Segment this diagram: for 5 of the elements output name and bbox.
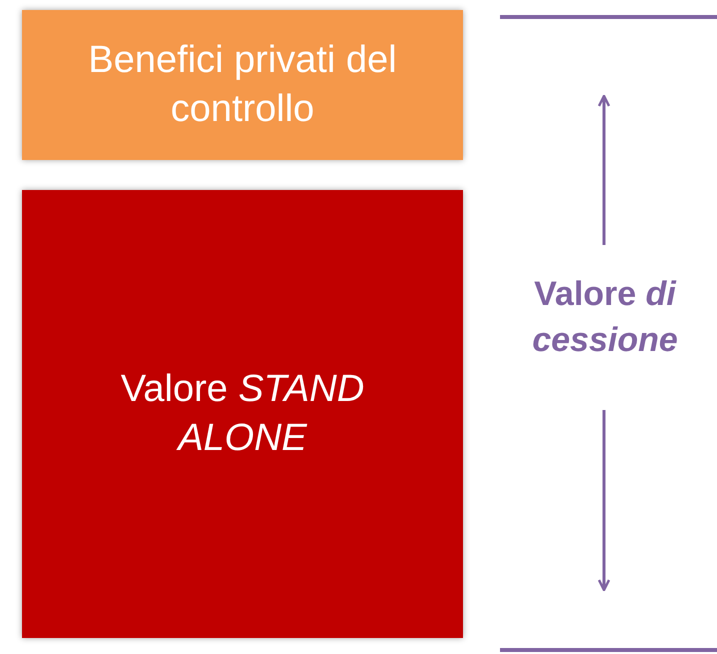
bottom-block bbox=[22, 190, 463, 638]
block-label: Benefici privati del controllo bbox=[87, 38, 398, 132]
block-label: Valore STAND ALONE bbox=[120, 366, 366, 461]
dimension-label: Valore di cessione bbox=[531, 274, 679, 361]
top-block bbox=[22, 10, 463, 160]
